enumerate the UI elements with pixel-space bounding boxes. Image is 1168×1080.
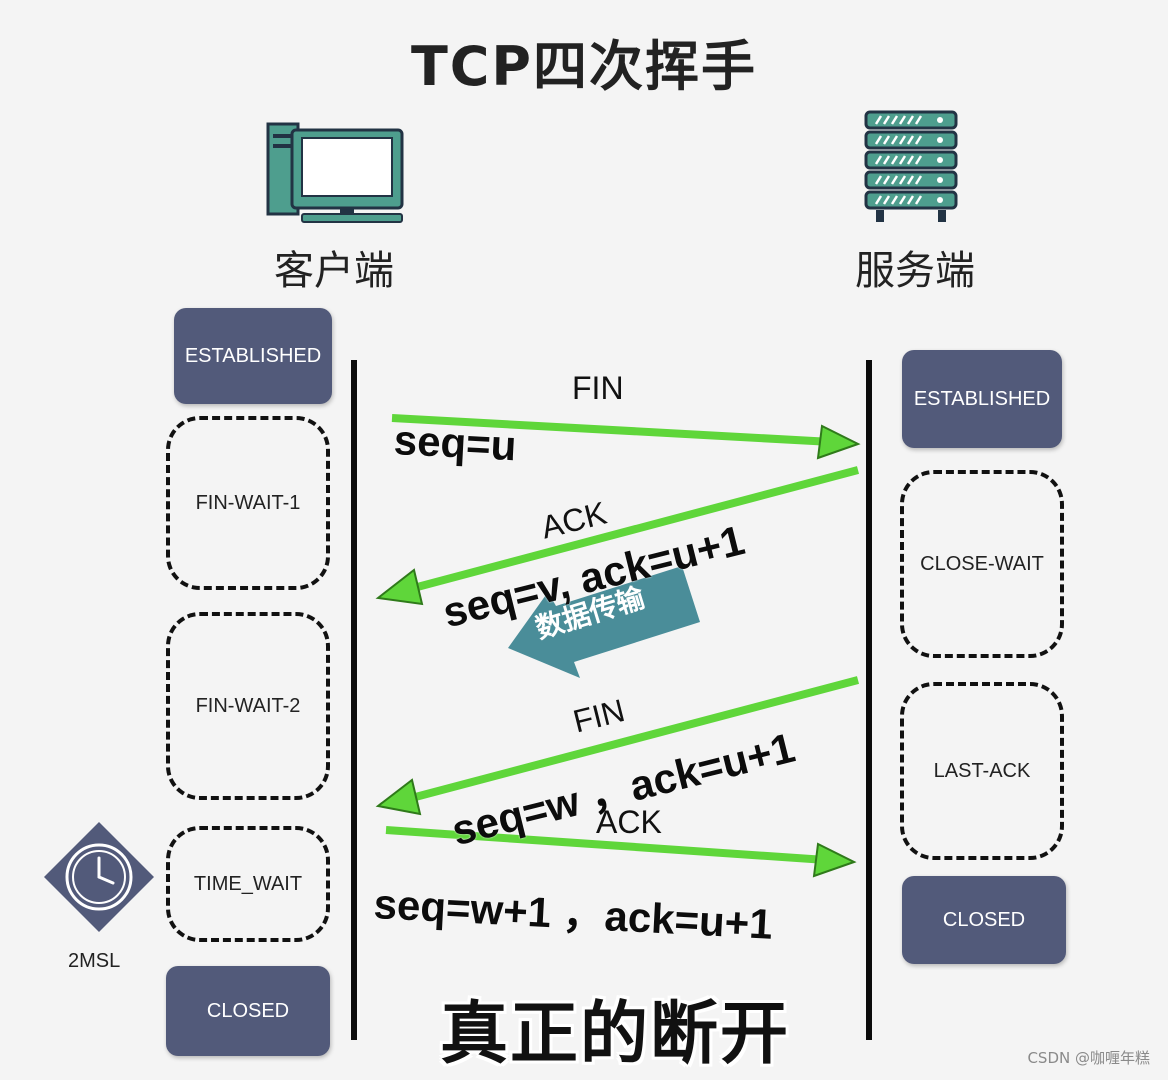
ack-arrow-2 — [385, 826, 827, 864]
diagram-title: TCP四次挥手 — [410, 35, 758, 98]
fin-arrow-2 — [402, 676, 860, 804]
server-lifeline — [866, 360, 872, 1040]
msg1-seq: seq=u — [392, 416, 518, 470]
client-state-fin-wait-2: FIN-WAIT-2 — [166, 612, 330, 800]
msg4-flag: ACK — [596, 804, 662, 840]
client-state-fin-wait-1: FIN-WAIT-1 — [166, 416, 330, 590]
data-transfer-arrow — [508, 566, 700, 678]
timer-label: 2MSL — [68, 950, 121, 972]
clock-icon — [44, 822, 154, 932]
ack-arrow-1 — [404, 466, 860, 594]
server-state-last-ack: LAST-ACK — [900, 682, 1064, 860]
ack-arrow-1-head — [375, 568, 424, 606]
client-state-established: ESTABLISHED — [174, 308, 332, 404]
watermark: CSDN @咖喱年糕 — [1027, 1049, 1150, 1067]
server-label: 服务端 — [855, 248, 975, 294]
client-state-time-wait: TIME_WAIT — [166, 826, 330, 942]
fin-arrow-1 — [391, 414, 833, 446]
fin-arrow-2-head — [375, 778, 422, 816]
msg1-flag: FIN — [572, 370, 624, 406]
caption-subtitle: 真正的断开 — [440, 995, 791, 1074]
ack-arrow-2-head — [812, 842, 857, 878]
fin-arrow-1-head — [816, 424, 861, 460]
client-label: 客户端 — [274, 248, 394, 294]
client-lifeline — [351, 360, 357, 1040]
server-state-closed: CLOSED — [902, 876, 1066, 964]
server-rack-icon — [864, 110, 958, 222]
computer-icon — [266, 122, 404, 223]
client-state-closed: CLOSED — [166, 966, 330, 1056]
server-state-close-wait: CLOSE-WAIT — [900, 470, 1064, 658]
server-state-established: ESTABLISHED — [902, 350, 1062, 448]
